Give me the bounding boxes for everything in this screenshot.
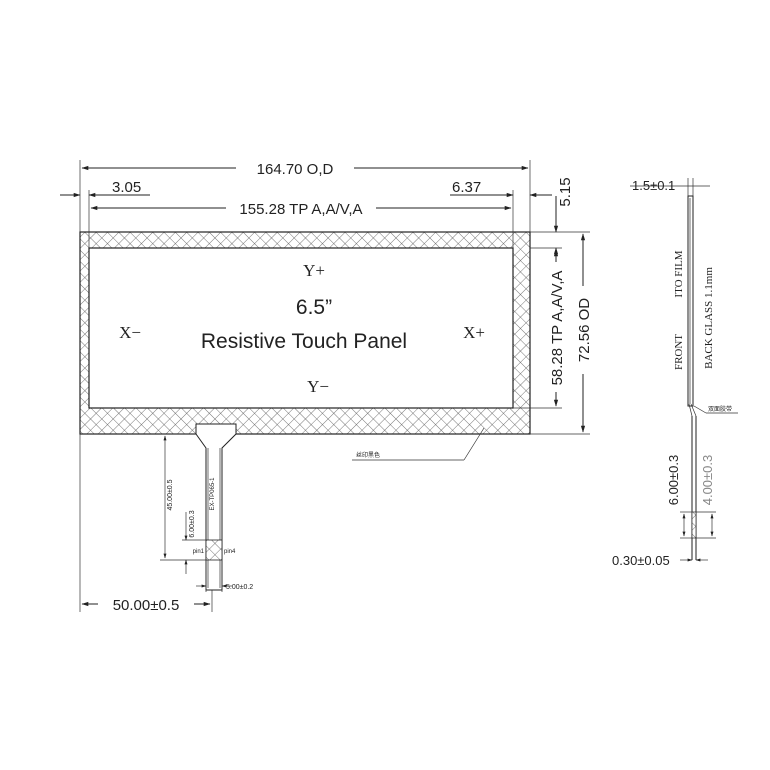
part-number-text: EX-TP065-1 [210, 477, 216, 511]
tail-contact-text: 6.00±0.3 [189, 510, 196, 537]
tail-thickness-text: 0.30±0.05 [612, 553, 670, 568]
fpc-tail [195, 423, 237, 591]
pin4-label: pin4 [224, 549, 236, 555]
tape-note-leader [693, 405, 738, 414]
tape-note-text: 双面胶带 [708, 405, 732, 413]
pin1-label: pin1 [193, 549, 205, 555]
y-plus-label: Y+ [303, 261, 325, 280]
top-margin-dimension: 5.15 [553, 177, 574, 262]
top-margin-text: 5.15 [557, 177, 574, 206]
side-tail-contact-dimension: 6.00±0.3 [666, 455, 692, 539]
right-margin-text: 6.37 [452, 179, 481, 196]
overall-height-text: 72.56 OD [576, 298, 593, 362]
overall-width-text: 164.70 O,D [257, 161, 334, 178]
x-plus-label: X+ [463, 323, 485, 342]
active-height-dimension: 58.28 TP A,A/V,A [547, 249, 566, 407]
overall-width-dimension: 164.70 O,D [81, 158, 529, 178]
left-margin-dimension: 3.05 [60, 179, 150, 198]
extension-lines [79, 160, 590, 612]
side-tail-contact-alt-text: 4.00±0.3 [700, 455, 715, 506]
back-glass-label: BACK GLASS 1.1mm [703, 267, 715, 369]
side-view [687, 195, 697, 560]
tail-width-text: 5.00±0.2 [226, 584, 253, 591]
panel-outline [79, 231, 531, 435]
active-width-text: 155.28 TP A,A/V,A [239, 201, 362, 218]
ito-film-label: ITO FILM [673, 250, 685, 297]
silk-note-text: 丝印黑色 [356, 451, 380, 459]
tail-offset-text: 50.00±0.5 [113, 597, 180, 614]
panel-size-label: 6.5” [296, 296, 332, 319]
silk-note-leader [352, 427, 485, 461]
tail-thickness-dimension: 0.30±0.05 [612, 553, 708, 568]
film-thickness-dimension: 1.5±0.1 [630, 178, 710, 196]
right-margin-dimension: 6.37 [450, 179, 552, 198]
x-minus-label: X− [119, 323, 141, 342]
y-minus-label: Y− [307, 377, 329, 396]
panel-title: Resistive Touch Panel [201, 330, 407, 353]
active-height-text: 58.28 TP A,A/V,A [549, 271, 566, 386]
side-tail-contact-text: 6.00±0.3 [666, 455, 681, 506]
tail-contact-dimension: 6.00±0.3 [182, 510, 206, 574]
film-thickness-text: 1.5±0.1 [632, 178, 675, 193]
active-width-dimension: 155.28 TP A,A/V,A [90, 198, 512, 218]
tail-length-text: 45.00±0.5 [167, 479, 174, 510]
overall-height-dimension: 72.56 OD [574, 233, 593, 433]
front-label: FRONT [673, 334, 685, 370]
left-margin-text: 3.05 [112, 179, 141, 196]
side-tail-contact-alt-dimension: 4.00±0.3 [696, 455, 716, 539]
tail-width-dimension: 5.00±0.2 [196, 560, 253, 592]
tail-offset-dimension: 50.00±0.5 [81, 594, 211, 614]
tail-length-dimension: 45.00±0.5 [160, 433, 206, 561]
